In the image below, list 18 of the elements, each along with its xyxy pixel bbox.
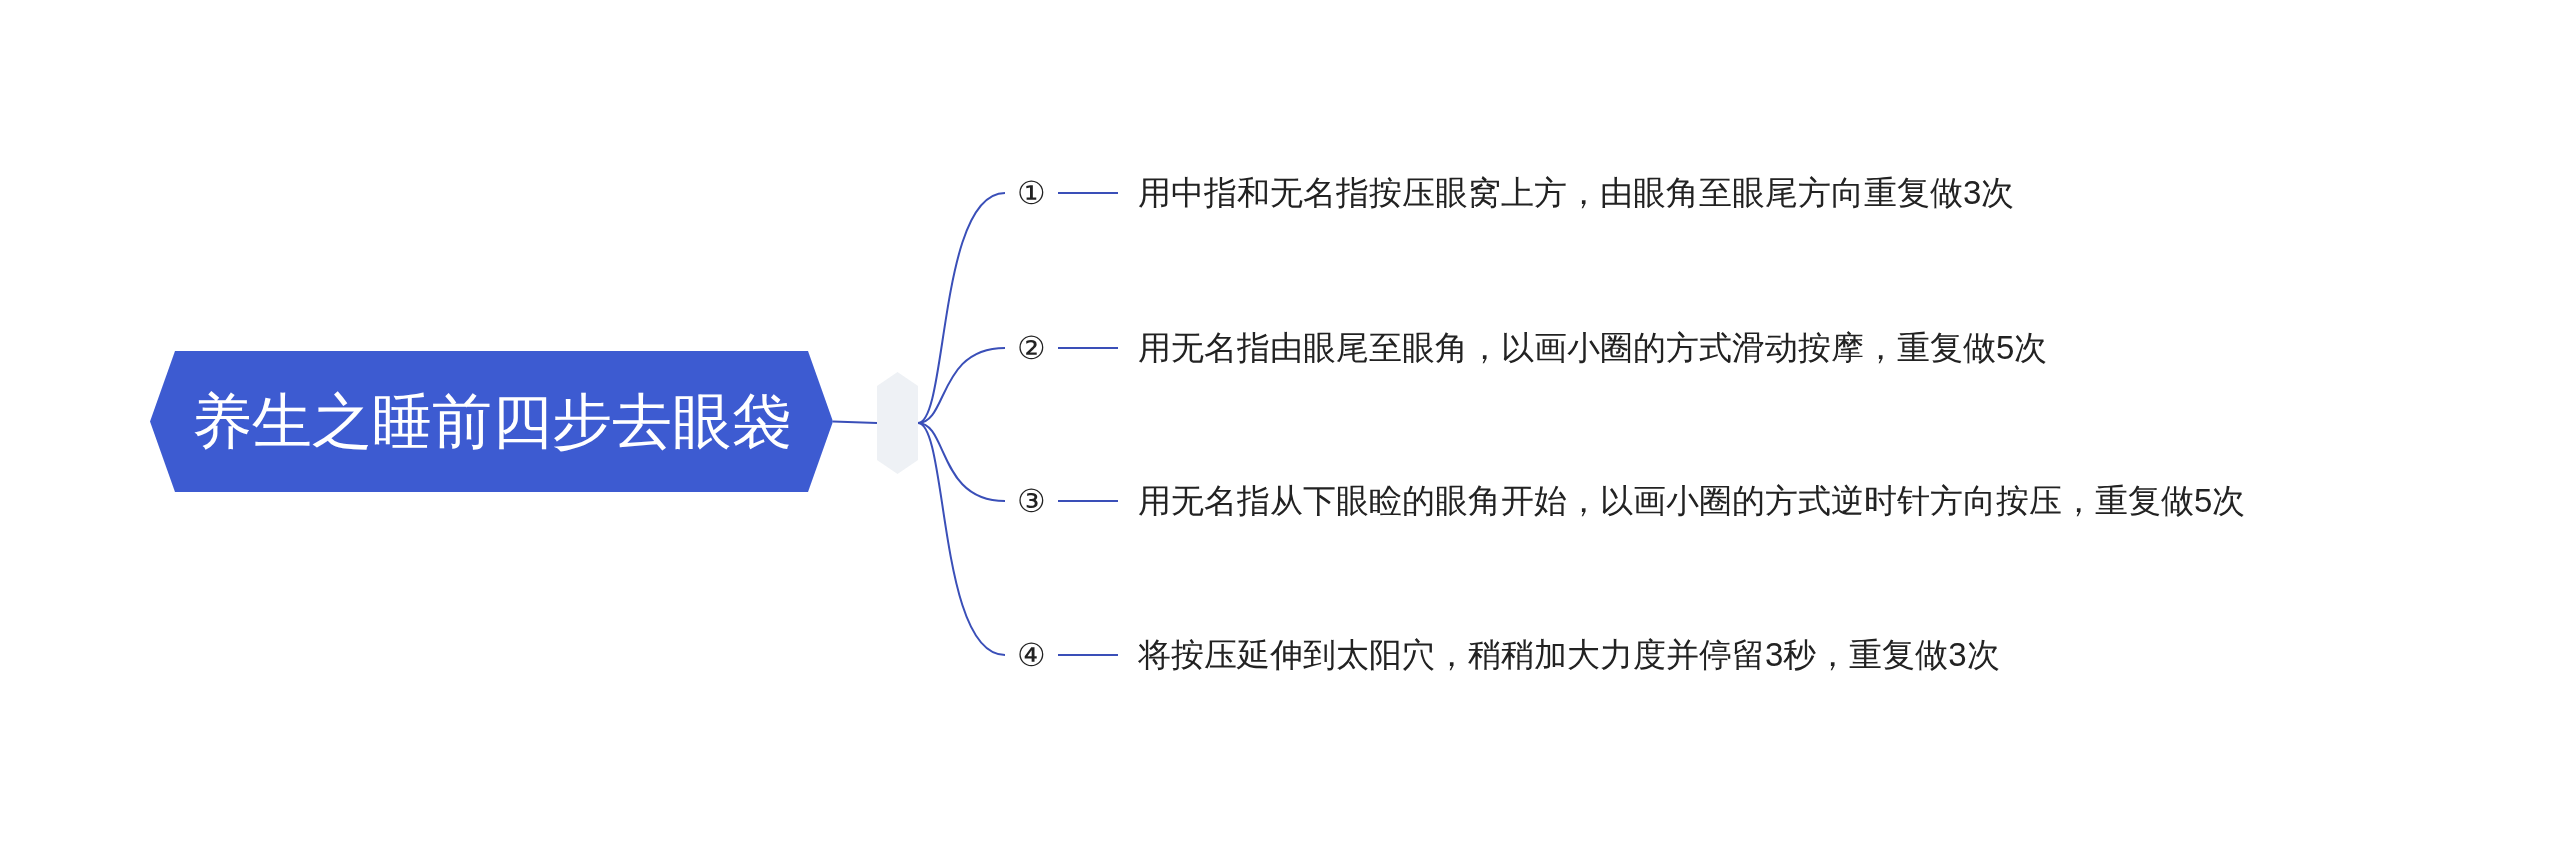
step-text: 用无名指从下眼睑的眼角开始，以画小圈的方式逆时针方向按压，重复做5次 [1118,477,2418,525]
step-text: 将按压延伸到太阳穴，稍稍加大力度并停留3秒，重复做3次 [1118,631,2418,679]
step-text: 用中指和无名指按压眼窝上方，由眼角至眼尾方向重复做3次 [1118,169,2418,217]
connector-line [917,422,1006,502]
connector-line [832,420,878,424]
step-number: ③ [1005,479,1058,523]
junction-shape [877,372,918,474]
connector-line [1057,192,1119,194]
step-text: 用无名指由眼尾至眼角，以画小圈的方式滑动按摩，重复做5次 [1118,324,2418,372]
connector-line [1057,500,1119,502]
connector-line [917,422,1006,656]
step-number: ② [1005,326,1058,370]
connector-line [1057,347,1119,349]
connector-line [1057,654,1119,656]
step-number: ① [1005,171,1058,215]
connector-line [917,192,1006,424]
step-number: ④ [1005,633,1058,677]
root-topic: 养生之睡前四步去眼袋 [150,351,833,492]
